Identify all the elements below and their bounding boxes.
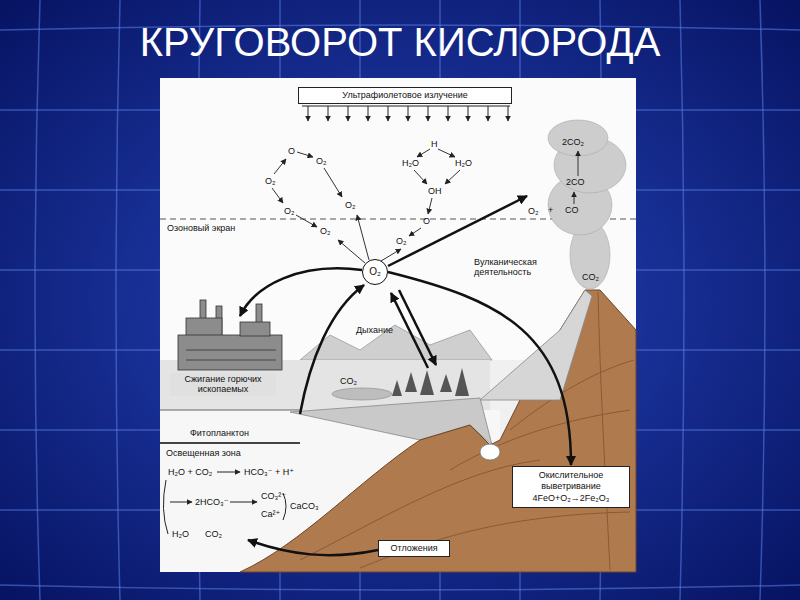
diagram-label: CaCO₃ — [290, 501, 319, 511]
node-text: Окислительное выветривание — [517, 470, 625, 493]
diagram-frame — [160, 78, 636, 572]
rock-strata — [300, 292, 634, 570]
diagram-label: O₂ — [265, 176, 276, 186]
diagram-label: O₂ — [316, 156, 327, 166]
sky — [160, 78, 636, 360]
flow-arrows — [240, 196, 527, 555]
diagram-label: O₂ — [396, 236, 407, 246]
diagram-label: H₂O + CO₂ — [168, 467, 212, 477]
node-text: Ультрафиолетовое излучение — [303, 90, 507, 101]
sea-surface — [160, 410, 300, 411]
node-text: O₂ — [369, 267, 381, 277]
uv-box: Ультрафиолетовое излучение — [298, 87, 512, 104]
distant-mountains — [300, 325, 492, 360]
lit-zone-boundary — [160, 442, 300, 444]
diagram-label: O₂ — [284, 206, 295, 216]
node-text: Отложения — [383, 543, 445, 554]
slide-title: КРУГОВОРОТ КИСЛОРОДА — [0, 20, 800, 64]
lake — [332, 388, 392, 400]
diagram-label: CO₂ — [340, 376, 357, 386]
diagram-label: OH — [428, 186, 442, 196]
diagram-label: 2HCO₃⁻ — [195, 497, 228, 507]
node-subtext: 4FeO+O₂→2Fe₂O₃ — [517, 493, 625, 504]
diagram-label: O₂ — [528, 206, 539, 216]
weathering-box: Окислительное выветривание4FeO+O₂→2Fe₂O₃ — [512, 466, 630, 508]
trees — [392, 368, 469, 396]
diagram-label: Ca²⁺ — [261, 509, 280, 519]
diagram-label: + — [548, 205, 553, 215]
diagram-label: CO₃²⁻ — [261, 491, 286, 501]
volcanic-smoke — [548, 120, 626, 289]
diagram-label: CO₂ — [582, 272, 599, 282]
diagram-label: O — [288, 146, 295, 156]
diagram-label: HCO₃⁻ + H⁺ — [244, 467, 294, 477]
diagram-label: O₂ — [320, 226, 331, 236]
diagram-label: H₂O — [172, 529, 189, 539]
factory — [178, 300, 282, 370]
sediment-box: Отложения — [378, 540, 450, 557]
oxygen-circle: O₂ — [362, 259, 388, 285]
uv-rays — [302, 106, 510, 121]
diagram-label: Вулканическая деятельность — [474, 257, 556, 278]
diagram-label: 2CO₂ — [562, 137, 584, 147]
diagram-label: CO₂ — [205, 529, 222, 539]
diagram-label: Озоновый экран — [167, 223, 235, 233]
diagram-label: 2CO — [566, 177, 585, 187]
diagram-label: O₂ — [345, 200, 356, 210]
diagram-label: O — [423, 216, 430, 226]
diagram-label: Сжигание горючих ископаемых — [170, 373, 276, 396]
flow-arrow — [388, 272, 571, 465]
diagram-label: H₂O — [455, 158, 472, 168]
diagram-label: CO — [565, 205, 579, 215]
diagram-label: H — [431, 139, 438, 149]
land-crust — [240, 290, 636, 572]
ozone-reaction-arrows — [272, 149, 460, 263]
glacier-pit — [480, 444, 500, 460]
diagram-label: Фитопланктон — [190, 428, 249, 438]
diagram-label: Дыхание — [356, 325, 393, 335]
diagram-label: H₂O — [402, 158, 419, 168]
diagram-label: Освещенная зона — [166, 448, 241, 458]
equation-arrows — [163, 472, 286, 534]
